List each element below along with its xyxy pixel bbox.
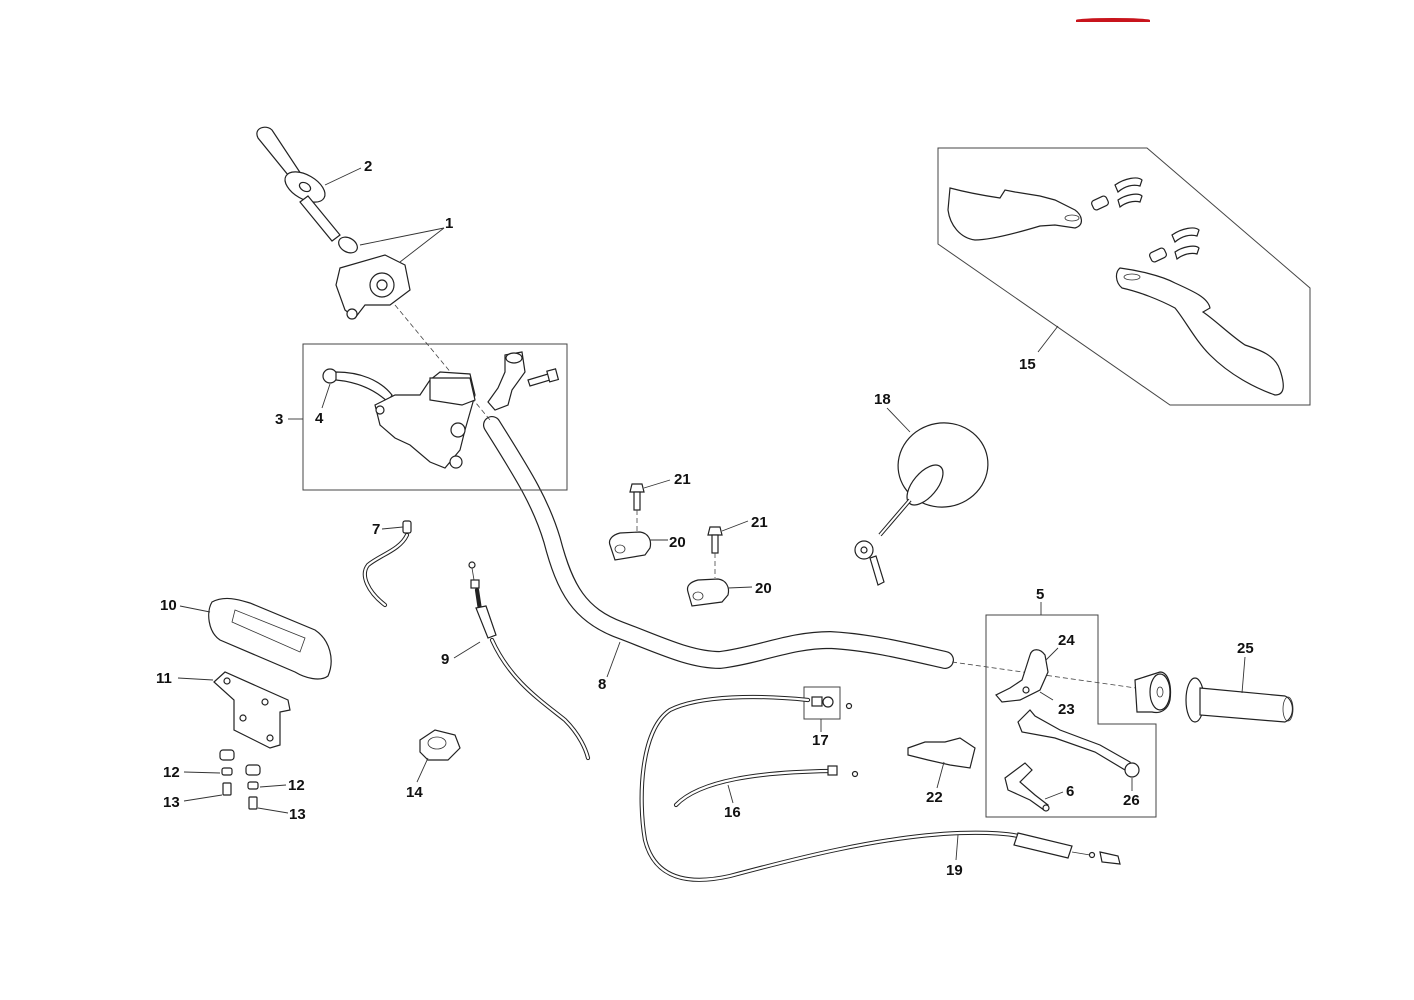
callout-21-upper: 21	[674, 471, 691, 488]
callout-17: 17	[812, 732, 829, 749]
brake-master-cylinder[interactable]	[374, 371, 476, 469]
clutch-kit-frame	[985, 614, 1157, 818]
throttle-housing[interactable]	[419, 729, 461, 761]
callout-15: 15	[1019, 356, 1036, 373]
hand-guards-frame	[937, 147, 1311, 406]
instrument-cluster[interactable]	[208, 597, 332, 680]
hand-guard-right[interactable]	[1115, 267, 1284, 396]
brake-lever[interactable]	[322, 368, 393, 403]
mirror[interactable]	[854, 416, 995, 586]
cable-adjuster-frame	[803, 686, 841, 720]
callout-25: 25	[1237, 640, 1254, 657]
clutch-cable[interactable]	[639, 694, 1121, 882]
screw-left[interactable]	[222, 782, 232, 796]
clutch-lever[interactable]	[1017, 709, 1140, 778]
cable-adjuster[interactable]	[811, 696, 853, 710]
assembly-axis-right	[951, 661, 1151, 691]
callout-12-left: 12	[163, 764, 180, 781]
callout-18: 18	[874, 391, 891, 408]
callout-12-right: 12	[288, 777, 305, 794]
callout-22: 22	[926, 789, 943, 806]
title-marker	[1076, 18, 1150, 22]
clamp-bolt-lower[interactable]	[707, 526, 723, 554]
callout-16: 16	[724, 804, 741, 821]
callout-8: 8	[598, 676, 606, 693]
rubber-mount-left[interactable]	[219, 749, 235, 776]
callout-1: 1	[445, 215, 453, 232]
callout-4: 4	[315, 410, 324, 427]
handlebar-clamp-lower[interactable]	[686, 578, 730, 607]
callout-10: 10	[160, 597, 177, 614]
handlebar[interactable]	[483, 416, 954, 669]
throttle-collar[interactable]	[1134, 671, 1172, 714]
callout-5: 5	[1036, 586, 1044, 603]
left-grip[interactable]	[256, 126, 341, 242]
brake-switch[interactable]	[362, 520, 412, 608]
callout-11: 11	[156, 670, 172, 687]
hand-guard-right-clamps[interactable]	[1149, 227, 1200, 263]
cluster-bracket[interactable]	[213, 671, 291, 749]
right-grip[interactable]	[1185, 677, 1294, 723]
callout-23: 23	[1058, 701, 1075, 718]
callout-19: 19	[946, 862, 963, 879]
callout-7: 7	[372, 521, 380, 538]
lever-bracket[interactable]	[995, 649, 1049, 703]
callout-13-right: 13	[289, 806, 306, 823]
hand-guard-left[interactable]	[947, 187, 1082, 241]
cable-16[interactable]	[673, 765, 859, 808]
callout-13-left: 13	[163, 794, 180, 811]
clamp-bolt-upper[interactable]	[629, 483, 645, 511]
callout-14: 14	[406, 784, 423, 801]
leader-lines	[177, 167, 1246, 861]
rubber-mount-right[interactable]	[245, 764, 261, 790]
callout-26: 26	[1123, 792, 1140, 809]
callout-20-upper: 20	[669, 534, 686, 551]
brake-clamp[interactable]	[487, 351, 526, 411]
throttle-cable[interactable]	[468, 561, 591, 761]
brake-kit-frame	[302, 343, 568, 491]
screw-right[interactable]	[248, 796, 258, 810]
callout-3: 3	[275, 411, 283, 428]
callout-21-lower: 21	[751, 514, 768, 531]
handlebar-clamp-upper[interactable]	[608, 531, 652, 561]
callout-2: 2	[364, 158, 372, 175]
brake-clamp-bolt[interactable]	[527, 368, 560, 387]
hand-guard-left-clamps[interactable]	[1091, 177, 1143, 211]
throttle-assembly[interactable]	[335, 234, 411, 320]
small-lever[interactable]	[1004, 762, 1050, 812]
switch-housing[interactable]	[907, 737, 976, 769]
callout-24: 24	[1058, 632, 1075, 649]
callout-9: 9	[441, 651, 449, 668]
callout-20-lower: 20	[755, 580, 772, 597]
callout-6: 6	[1066, 783, 1074, 800]
